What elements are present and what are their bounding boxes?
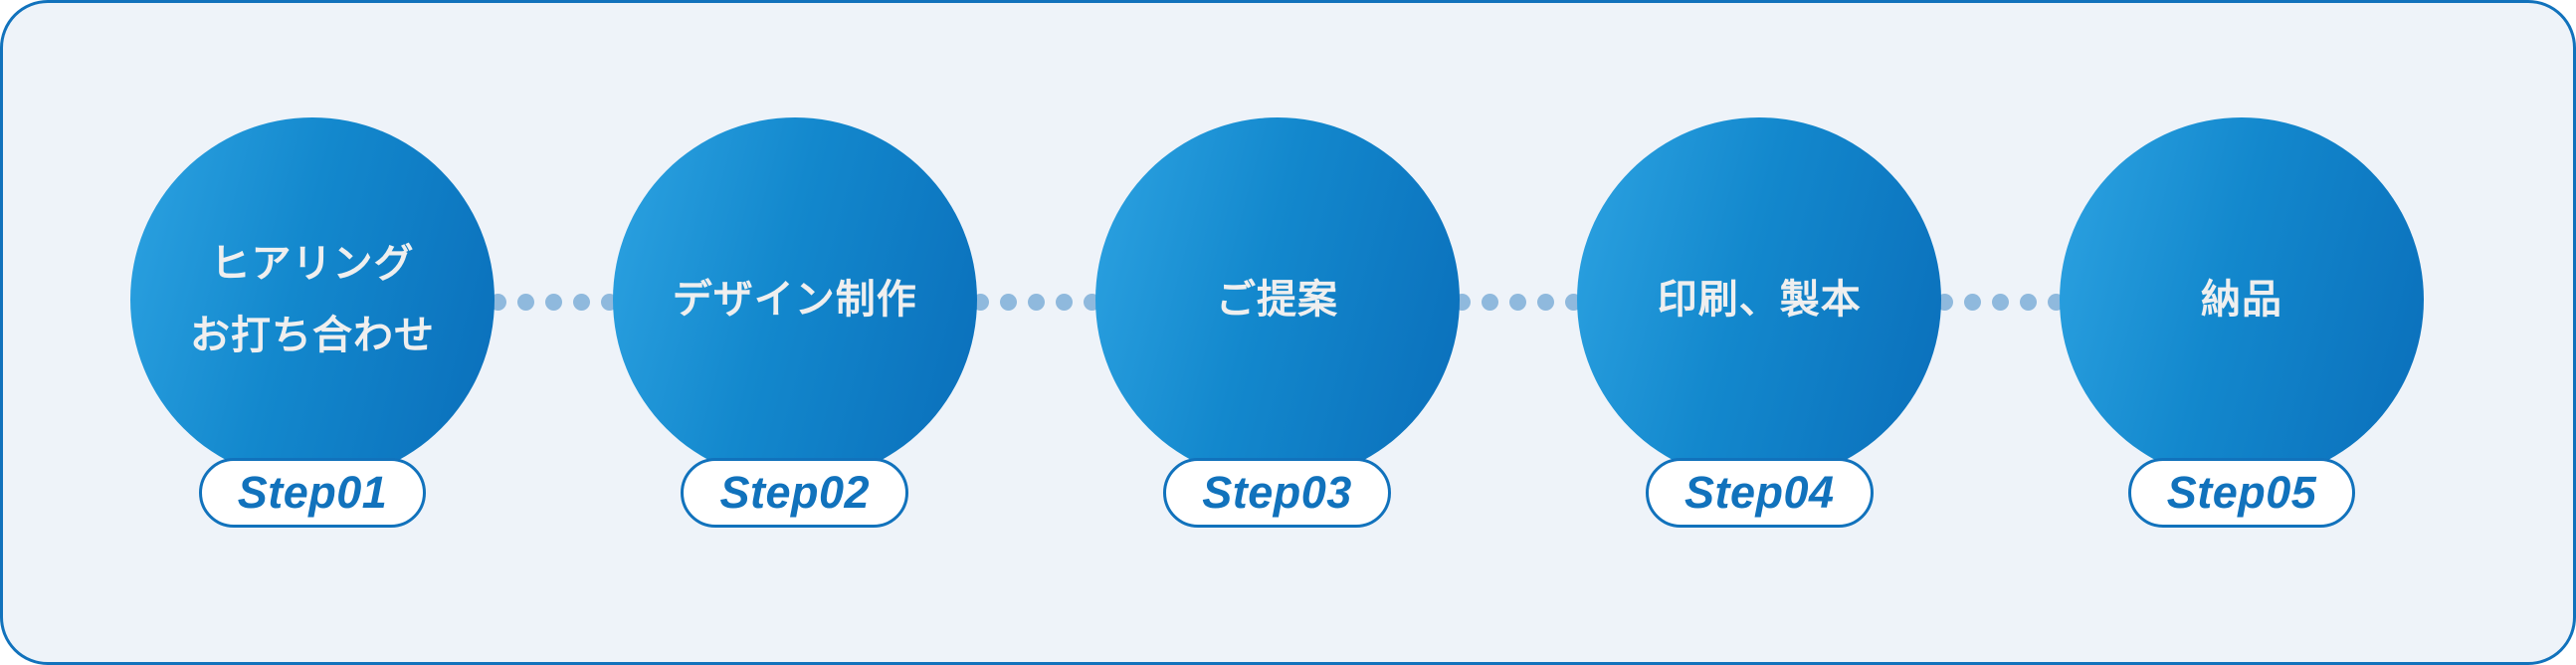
connector-dot (544, 294, 562, 311)
connector-dot (1055, 294, 1073, 311)
step-circle-3: ご提案 (1094, 117, 1460, 482)
step-badge-3: Step03 (1163, 458, 1391, 528)
dotted-connector-1 (489, 294, 618, 311)
step-label-line2: お打ち合わせ (190, 314, 435, 357)
step-badge-4: Step04 (1645, 458, 1874, 528)
connector-dot (999, 294, 1017, 311)
process-flow-row: ヒアリング お打ち合わせ Step01 デザイン制作 Step02 (3, 3, 2573, 528)
step-circle-2: デザイン制作 (612, 117, 977, 482)
step-label-line1: ヒアリング (210, 242, 415, 286)
process-step-3: ご提案 Step03 (1094, 117, 1460, 528)
connector-dot (2020, 294, 2038, 311)
step-badge-2: Step02 (681, 458, 909, 528)
step-label-line1: デザイン制作 (672, 278, 917, 322)
connector-dot (1964, 294, 1982, 311)
process-step-2: デザイン制作 Step02 (612, 117, 977, 528)
process-step-4: 印刷、製本 Step04 (1577, 117, 1942, 528)
step-circle-1: ヒアリング お打ち合わせ (130, 117, 495, 482)
connector-dot (1027, 294, 1045, 311)
step-label-line1: ご提案 (1216, 278, 1338, 322)
connector-dot (1537, 294, 1555, 311)
step-circle-5: 納品 (2060, 117, 2424, 482)
dotted-connector-2 (971, 294, 1100, 311)
process-step-1: ヒアリング お打ち合わせ Step01 (130, 117, 495, 528)
step-label-line1: 印刷、製本 (1657, 278, 1862, 322)
connector-dot (572, 294, 590, 311)
dotted-connector-3 (1454, 294, 1583, 311)
connector-dot (516, 294, 534, 311)
connector-dot (1509, 294, 1527, 311)
process-step-5: 納品 Step05 (2060, 117, 2424, 528)
step-badge-1: Step01 (198, 458, 427, 528)
step-circle-4: 印刷、製本 (1577, 117, 1942, 482)
step-badge-5: Step05 (2127, 458, 2356, 528)
connector-dot (1482, 294, 1499, 311)
dotted-connector-4 (1936, 294, 2066, 311)
connector-dot (1992, 294, 2010, 311)
step-label-line1: 納品 (2201, 278, 2282, 322)
